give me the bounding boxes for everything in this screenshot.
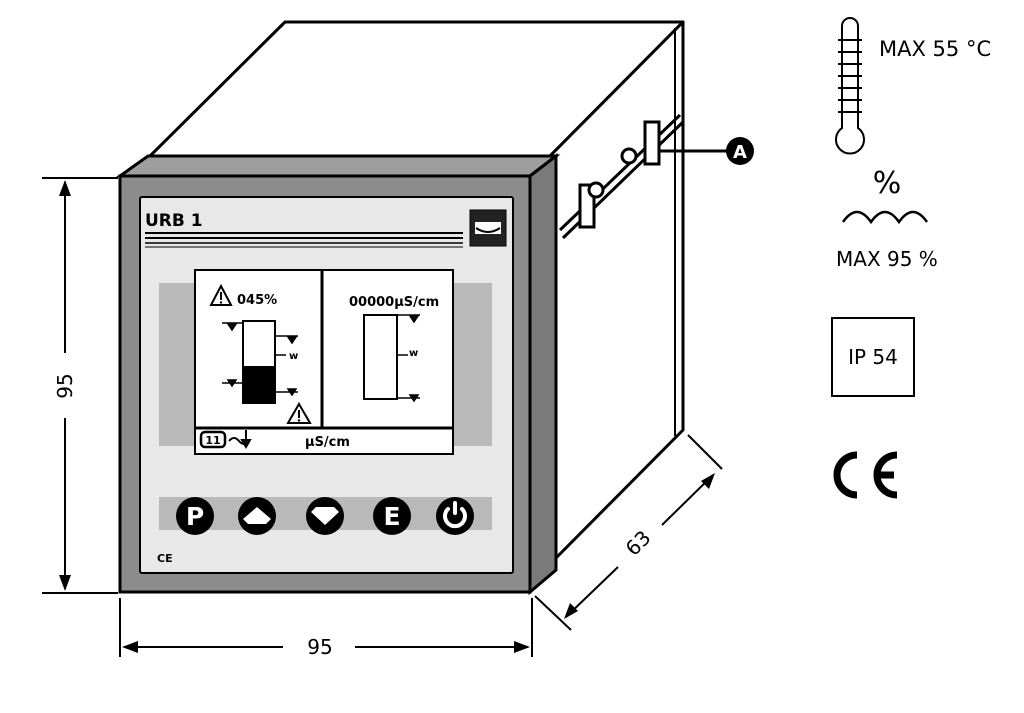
humidity-waves-icon bbox=[841, 210, 929, 225]
humidity-spec: MAX 95 % bbox=[836, 247, 938, 271]
lcd-display: 045% w 00000µS/cm bbox=[194, 269, 454, 455]
relay-label: 11 bbox=[205, 434, 220, 447]
up-key-button[interactable] bbox=[238, 497, 276, 535]
model-name: URB 1 bbox=[145, 211, 203, 231]
w-marker-right: w bbox=[409, 348, 418, 359]
temperature-spec: MAX 55 °C bbox=[879, 37, 991, 61]
depth-label: 63 bbox=[621, 526, 656, 561]
w-marker-left: w bbox=[289, 351, 298, 362]
down-arrow-icon bbox=[311, 507, 339, 525]
relay-indicator-icon: 11 bbox=[199, 430, 227, 449]
power-key-button[interactable] bbox=[436, 497, 474, 535]
level-bar-right bbox=[363, 314, 398, 400]
warning-icon bbox=[209, 283, 233, 306]
ip-rating-box bbox=[831, 317, 915, 397]
ce-mark-icon bbox=[833, 451, 898, 499]
limit-markers-left bbox=[222, 322, 298, 397]
ce-mark-small: CE bbox=[157, 552, 173, 565]
ip-rating: IP 54 bbox=[848, 345, 898, 369]
height-label: 95 bbox=[53, 373, 77, 398]
down-key-button[interactable] bbox=[306, 497, 344, 535]
enter-key-button[interactable]: E bbox=[373, 497, 411, 535]
unit-footer: µS/cm bbox=[305, 435, 350, 450]
width-label: 95 bbox=[307, 635, 332, 659]
header-stripes bbox=[145, 232, 463, 248]
power-icon bbox=[443, 501, 467, 529]
program-key-button[interactable]: P bbox=[176, 497, 214, 535]
level-bar-left bbox=[242, 320, 276, 404]
depth-dimension bbox=[534, 434, 723, 631]
up-arrow-icon bbox=[243, 507, 271, 524]
svg-text:P: P bbox=[186, 502, 204, 531]
warning-icon-lower bbox=[286, 402, 312, 424]
callout-label: A bbox=[733, 142, 747, 163]
thermometer-icon bbox=[835, 17, 865, 155]
brand-logo-icon bbox=[469, 209, 507, 247]
mounting-clamp bbox=[558, 113, 685, 240]
humidity-symbol: % bbox=[873, 166, 902, 201]
callout-marker bbox=[726, 137, 754, 165]
svg-text:E: E bbox=[383, 502, 400, 531]
right-readout: 00000µS/cm bbox=[349, 295, 439, 310]
height-dimension bbox=[42, 177, 118, 594]
drain-valve-icon bbox=[228, 430, 252, 450]
left-readout: 045% bbox=[237, 293, 277, 308]
width-dimension bbox=[119, 598, 533, 657]
limit-markers-right bbox=[397, 314, 420, 403]
